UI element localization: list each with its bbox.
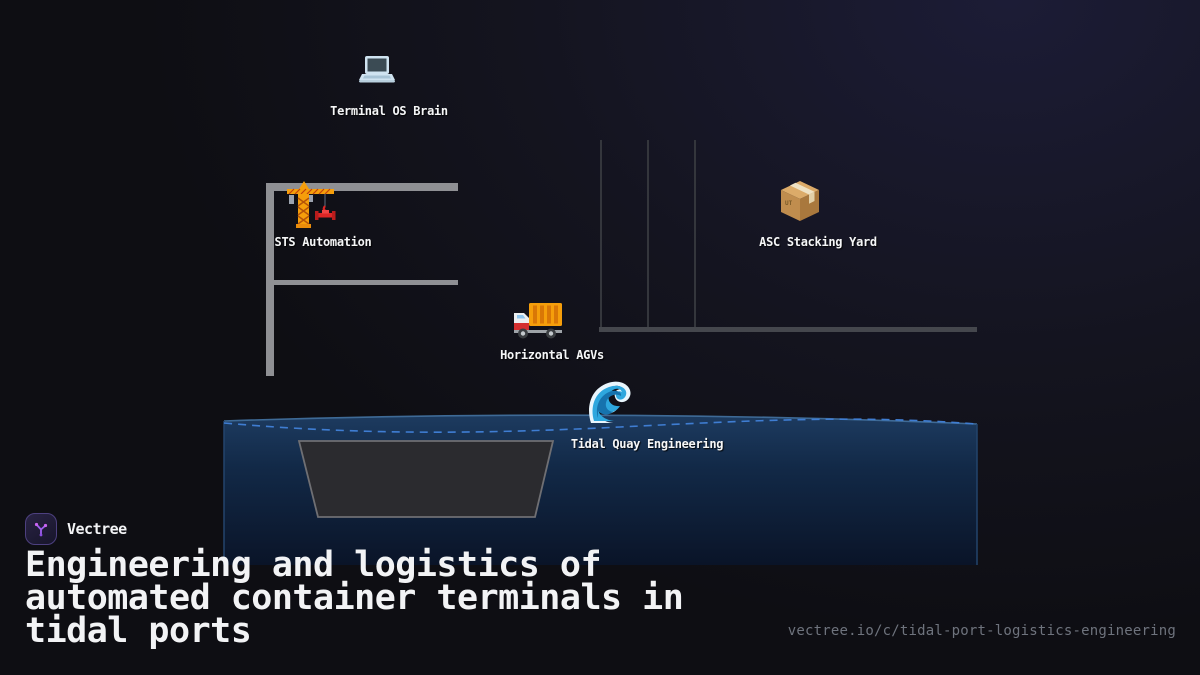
tide-level-dashed-line	[223, 418, 977, 433]
brand-block: Vectree	[25, 513, 127, 545]
page-title-line-2: automated container terminals in	[25, 578, 684, 618]
page-title: Engineering and logistics of automated c…	[25, 545, 765, 651]
node-label-asc-stacking-yard: ASC Stacking Yard	[759, 235, 877, 249]
laptop-icon	[359, 56, 395, 83]
water-wave-icon	[589, 381, 631, 423]
package-icon: UT	[781, 181, 819, 221]
svg-text:UT: UT	[785, 200, 793, 207]
construction-crane-icon	[287, 181, 336, 228]
yard-ground-beam	[599, 327, 977, 332]
brand-name: Vectree	[67, 520, 127, 538]
yard-divider-line-2	[647, 140, 649, 330]
ship-hull	[297, 440, 555, 518]
yard-divider-line-1	[600, 140, 602, 330]
vectree-logo	[25, 513, 57, 545]
node-label-tidal-quay-engineering: Tidal Quay Engineering	[570, 437, 724, 451]
node-label-horizontal-agvs: Horizontal AGVs	[500, 348, 604, 362]
delivery-truck-icon	[514, 303, 562, 339]
quay-structure-top-beam	[266, 183, 458, 191]
page-title-line-1: Engineering and logistics of	[25, 545, 602, 585]
node-label-terminal-os-brain: Terminal OS Brain	[330, 104, 448, 118]
node-label-sts-automation: STS Automation	[274, 235, 372, 249]
yard-divider-line-3	[694, 140, 696, 330]
page-title-line-3: tidal ports	[25, 611, 252, 651]
quay-structure-mid-beam	[273, 280, 458, 285]
vectree-logo-icon	[34, 522, 48, 537]
quay-structure-vertical-column	[266, 183, 274, 376]
footer-url: vectree.io/c/tidal-port-logistics-engine…	[787, 623, 1176, 639]
